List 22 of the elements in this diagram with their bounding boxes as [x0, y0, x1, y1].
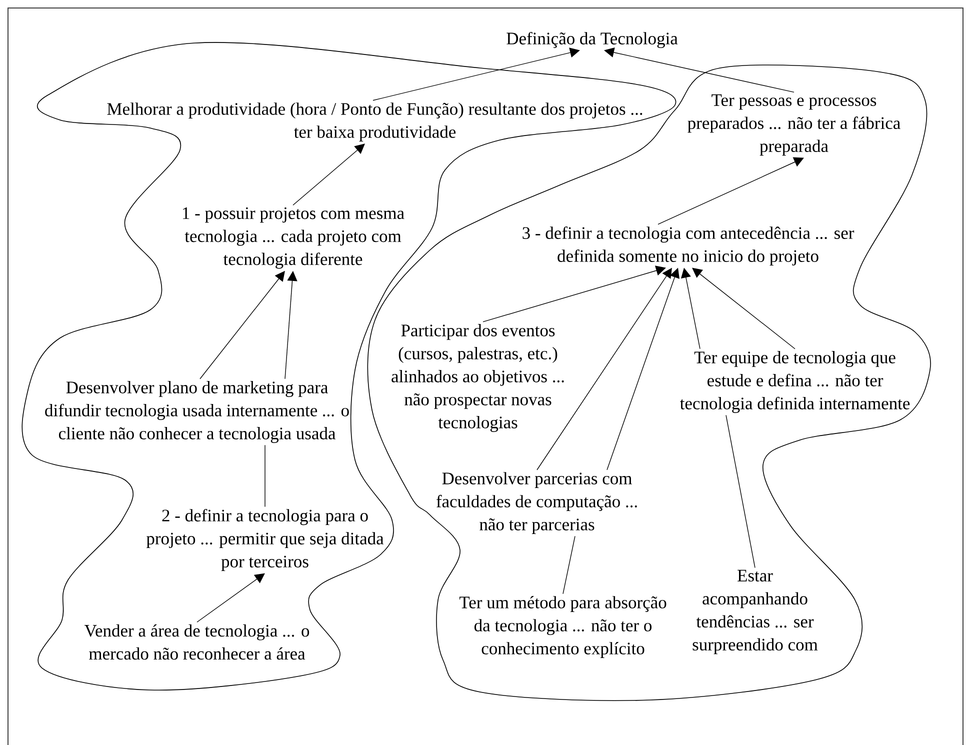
arrow	[292, 144, 365, 206]
statement-text: Desenvolver plano de marketing para difundir tecnologia usada internamente ... o cliente não conhecer a tecnologia usada	[45, 381, 349, 443]
statement-text: 3 - definir a tecnologia com antecedência ... ser definida somente no inicio do projeto	[522, 226, 854, 266]
statement-text: Participar dos eventos (cursos, palestras, etc.) alinhados ao objetivos ... não prospectar novas tecnologias	[392, 324, 564, 432]
statement-text: Vender a área de tecnologia ... o mercado não reconhecer a área	[84, 624, 310, 660]
arrow	[692, 268, 796, 350]
statement-text: 1 - possuir projetos com mesma tecnologia ... cada projeto com tecnologia diferente	[183, 207, 404, 269]
arrow	[482, 266, 666, 322]
statement-text: Ter pessoas e processos preparados ... não ter a fábrica preparada	[688, 94, 900, 156]
connector-line	[264, 444, 266, 508]
title-text: Definição da Tecnologia	[506, 32, 678, 48]
arrow	[196, 573, 265, 622]
statement-text: Desenvolver parcerias com faculdades de computação ... não ter parcerias	[436, 472, 637, 534]
connector-line	[562, 536, 576, 594]
arrow	[658, 157, 804, 225]
arrow	[372, 48, 580, 101]
connector-line	[726, 414, 756, 568]
statement-text: Melhorar a produtividade (hora / Ponto de Função) resultante dos projetos ... ter baixa produtividade	[107, 102, 642, 142]
statement-text: Ter um método para absorção da tecnologia ... não ter o conhecimento explícito	[459, 596, 666, 658]
statement-text: Ter equipe de tecnologia que estude e defina ... não ter tecnologia definida internamente	[680, 351, 910, 413]
statement-text: 2 - definir a tecnologia para o projeto ... permitir que seja ditada por terceiros	[146, 508, 384, 572]
statement-text: Estar acompanhando tendências ... ser surpreendido com	[692, 570, 818, 654]
